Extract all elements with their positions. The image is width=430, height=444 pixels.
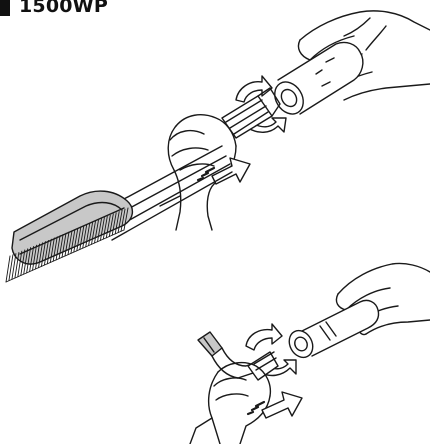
push-arrow-icon bbox=[198, 158, 250, 184]
brush-attachment-figure bbox=[6, 11, 430, 282]
push-arrow-icon-2 bbox=[248, 392, 302, 418]
lance-tube-2 bbox=[285, 300, 379, 361]
angled-nozzle-figure bbox=[190, 263, 430, 444]
